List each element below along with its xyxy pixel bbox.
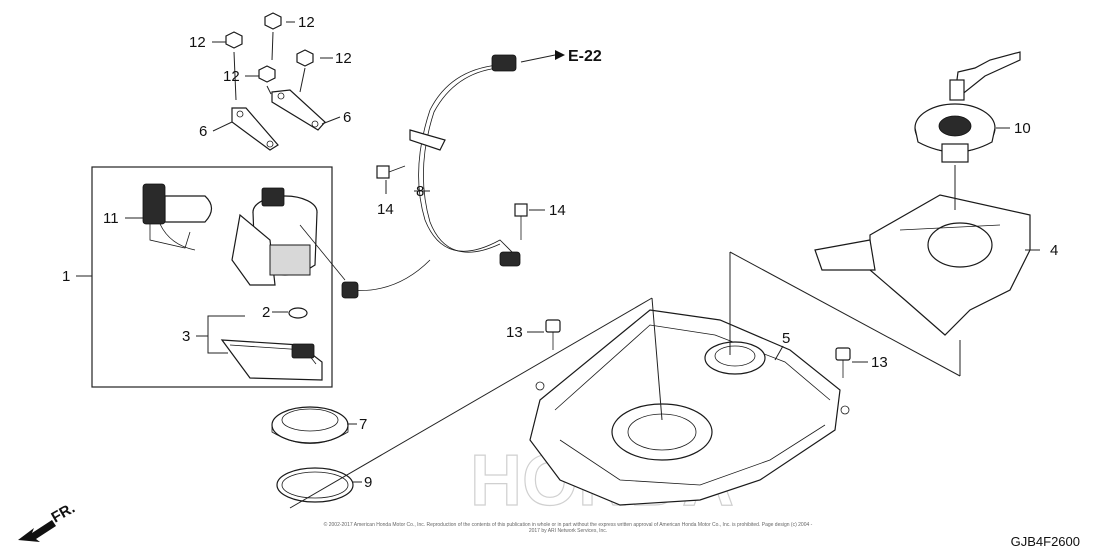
reference-e22[interactable]: E-22	[568, 48, 602, 65]
bolt-14-lower[interactable]	[514, 203, 528, 240]
callout-6-right: 6	[343, 109, 351, 126]
setting-plate-left[interactable]	[231, 107, 279, 151]
callout-7: 7	[359, 416, 367, 433]
o-ring-9-part[interactable]	[276, 467, 354, 503]
nut-group[interactable]	[225, 12, 314, 83]
callout-11: 11	[103, 210, 119, 227]
diagram-code: GJB4F2600	[1010, 534, 1080, 549]
callout-2: 2	[262, 304, 270, 321]
callout-12-c: 12	[223, 68, 240, 85]
packing-ring-part[interactable]	[271, 406, 349, 444]
callout-12-d: 12	[335, 50, 352, 67]
setting-plate-right[interactable]	[271, 89, 326, 131]
callout-13-right: 13	[871, 354, 888, 371]
fuel-pump-assembly-box	[91, 166, 333, 388]
callout-12-b: 12	[298, 14, 315, 31]
fuel-pump-part[interactable]	[231, 187, 346, 286]
callout-12-a: 12	[189, 34, 206, 51]
bolt-13-right[interactable]	[835, 347, 851, 378]
callout-9: 9	[364, 474, 372, 491]
callout-6-left: 6	[199, 123, 207, 140]
strainer-part[interactable]	[220, 339, 323, 381]
copyright-notice: © 2002-2017 American Honda Motor Co., In…	[323, 522, 813, 534]
callout-4: 4	[1050, 242, 1058, 259]
inner-rack-part[interactable]	[814, 194, 1031, 336]
bolt-13-left[interactable]	[545, 319, 561, 350]
callout-13-left: 13	[506, 324, 523, 341]
bolt-14-upper[interactable]	[376, 165, 406, 179]
callout-5: 5	[782, 330, 790, 347]
callout-8: 8	[416, 183, 424, 200]
fuel-tank-part[interactable]	[529, 309, 850, 506]
fuel-cap-part[interactable]	[914, 51, 1021, 163]
callout-14-upper: 14	[377, 201, 394, 218]
callout-1: 1	[62, 268, 70, 285]
callout-10: 10	[1014, 120, 1031, 137]
front-arrow-icon	[18, 520, 56, 542]
fuel-filter-part[interactable]	[142, 183, 213, 251]
sub-harness-part[interactable]	[341, 54, 521, 299]
callout-3: 3	[182, 328, 190, 345]
o-ring-part[interactable]	[288, 307, 308, 319]
callout-14-lower: 14	[549, 202, 566, 219]
arrow-icon	[555, 50, 565, 60]
